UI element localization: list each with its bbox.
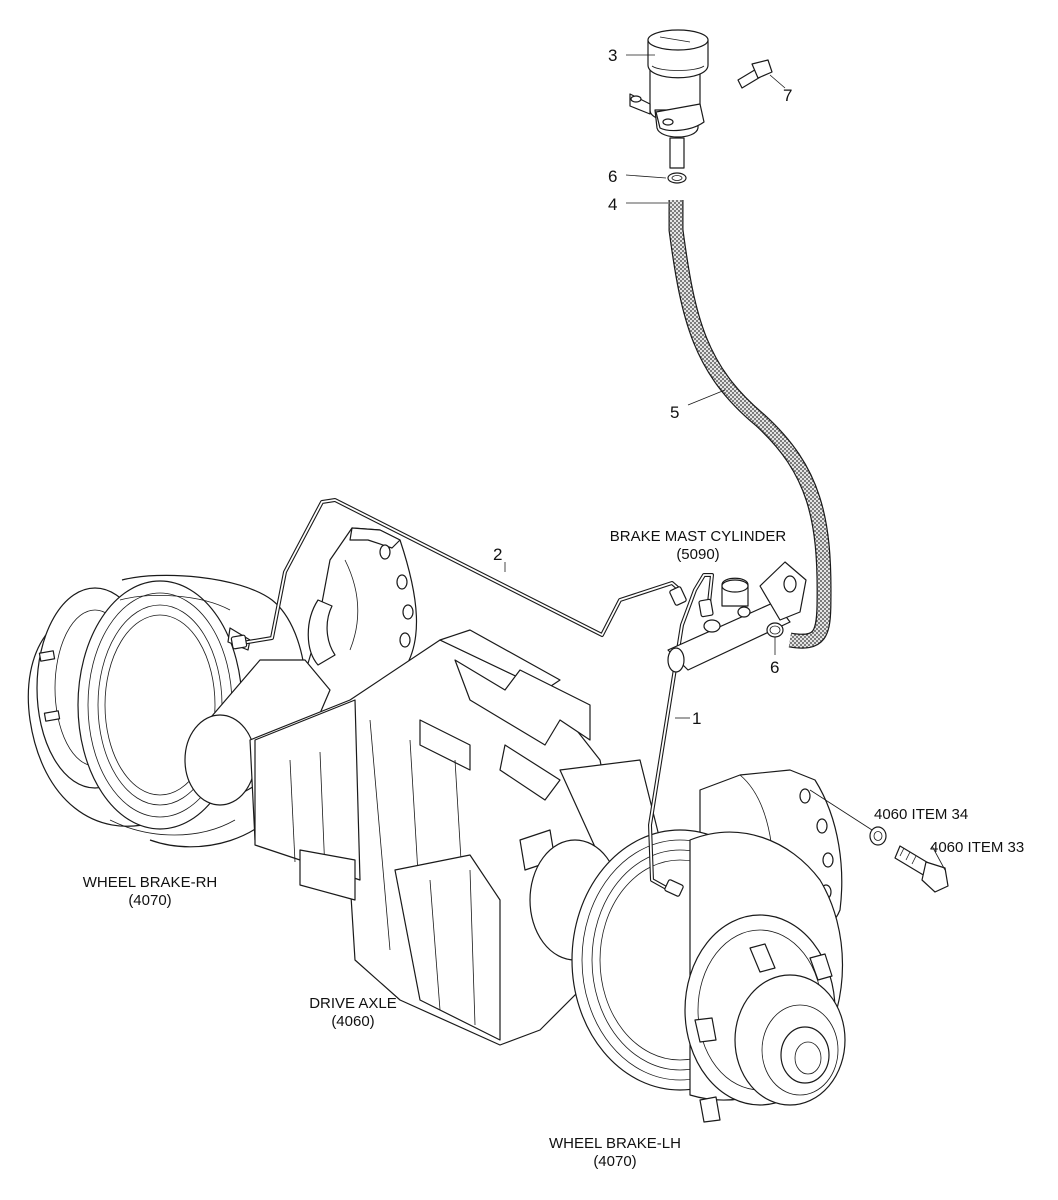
wheel-brake-lh-drawing <box>571 829 846 1123</box>
leader-lines <box>504 54 946 871</box>
label-ref-item-33: 4060 ITEM 33 <box>930 839 1024 856</box>
callout-7: 7 <box>783 86 792 105</box>
brake-fluid-reservoir-drawing <box>629 29 773 184</box>
pipe-fittings <box>230 586 714 897</box>
brake-master-cylinder-drawing <box>667 561 807 673</box>
label-drive-axle-ref: (4060) <box>331 1013 374 1030</box>
callout-6-top: 6 <box>608 167 617 186</box>
reservoir-hose <box>668 200 832 649</box>
label-wheel-brake-lh: WHEEL BRAKE-LH <box>549 1135 681 1152</box>
label-brake-master-cylinder-ref: (5090) <box>676 546 719 563</box>
label-wheel-brake-rh: WHEEL BRAKE-RH <box>83 874 217 891</box>
label-wheel-brake-lh-ref: (4070) <box>593 1153 636 1170</box>
callout-1: 1 <box>692 709 701 728</box>
label-drive-axle: DRIVE AXLE <box>309 995 397 1012</box>
label-brake-master-cylinder: BRAKE MAST CYLINDER <box>610 528 787 545</box>
brake-line-2 <box>241 498 682 645</box>
label-ref-item-34: 4060 ITEM 34 <box>874 806 968 823</box>
brake-line-1 <box>648 573 714 892</box>
callout-5: 5 <box>670 403 679 422</box>
callout-2: 2 <box>493 545 502 564</box>
label-wheel-brake-rh-ref: (4070) <box>128 892 171 909</box>
component-labels: BRAKE MAST CYLINDER (5090) WHEEL BRAKE-R… <box>83 528 1024 1170</box>
callout-numbers: 3 7 6 4 5 2 6 1 <box>493 46 792 728</box>
callout-4: 4 <box>608 195 617 214</box>
callout-6-cylinder: 6 <box>770 658 779 677</box>
hardware-washer-bolt <box>869 826 949 893</box>
axle-mounting-flange <box>299 527 418 721</box>
callout-3: 3 <box>608 46 617 65</box>
